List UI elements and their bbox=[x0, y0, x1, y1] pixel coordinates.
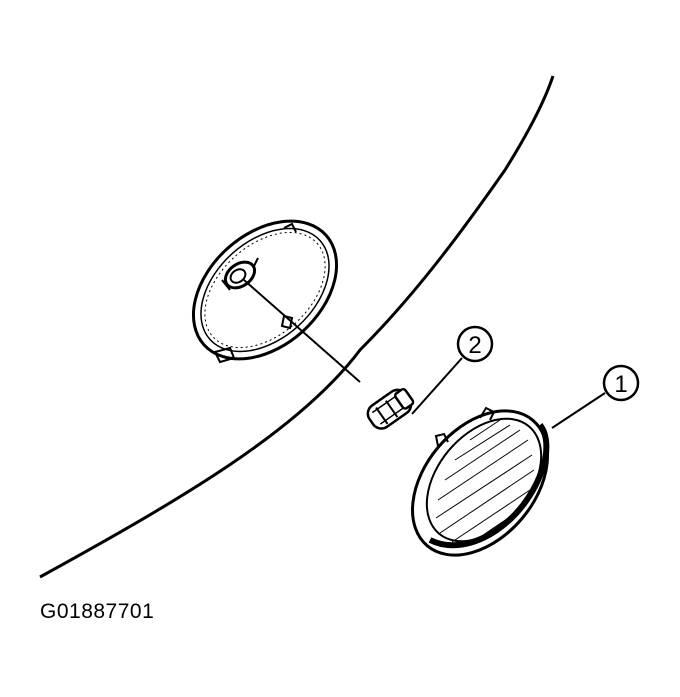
ring-clip-tabs bbox=[213, 222, 297, 364]
lens-hatching bbox=[435, 419, 535, 545]
figure-id-label: G01887701 bbox=[40, 600, 155, 623]
callout-2-leader bbox=[411, 357, 463, 415]
bulb bbox=[366, 387, 415, 430]
callout-1-badge: 1 bbox=[602, 364, 640, 402]
alignment-line bbox=[243, 279, 361, 383]
mounting-ring bbox=[191, 219, 339, 361]
lens bbox=[411, 406, 550, 557]
socket-opening bbox=[221, 257, 259, 291]
callout-2-number: 2 bbox=[468, 332, 481, 359]
lens-tab bbox=[434, 432, 449, 447]
callout-2-badge: 2 bbox=[456, 325, 494, 363]
lens-tab bbox=[479, 406, 496, 421]
callout-1-number: 1 bbox=[614, 371, 627, 398]
fender-contour-line bbox=[39, 75, 555, 579]
callout-1-leader bbox=[551, 392, 606, 429]
